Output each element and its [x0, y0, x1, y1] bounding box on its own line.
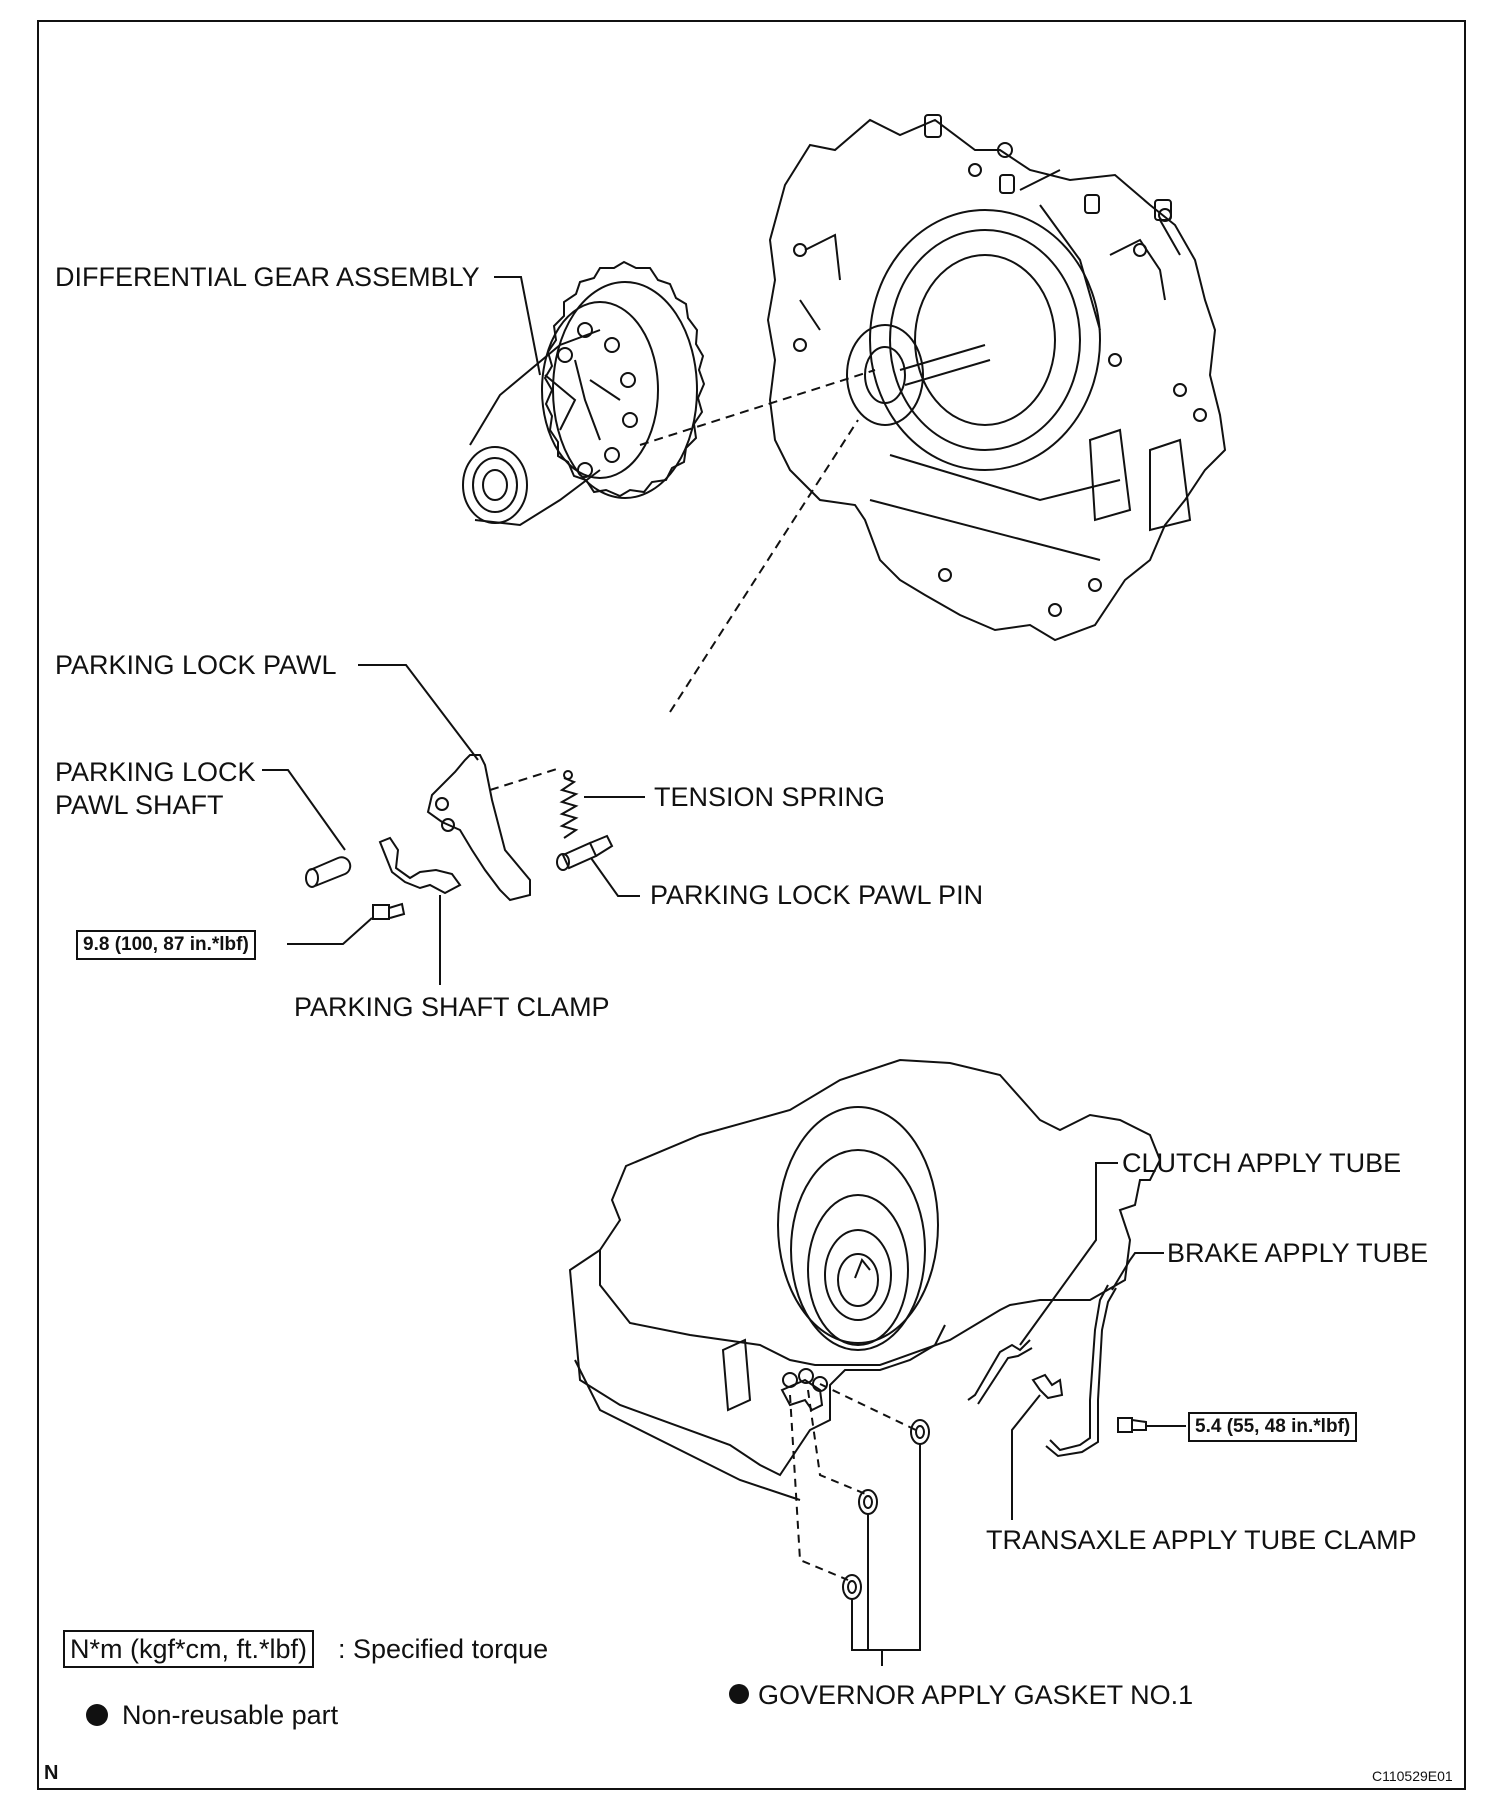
label-governor-apply-gasket: GOVERNOR APPLY GASKET NO.1: [758, 1680, 1194, 1710]
label-transaxle-apply-tube-clamp: TRANSAXLE APPLY TUBE CLAMP: [986, 1525, 1417, 1555]
legend-non-reusable: Non-reusable part: [86, 1700, 338, 1730]
transaxle-case-upper: [766, 114, 1227, 642]
leader-differential: [494, 276, 541, 376]
label-differential-gear-assembly: DIFFERENTIAL GEAR ASSEMBLY: [55, 262, 480, 292]
label-parking-lock-pawl-shaft-2: PAWL SHAFT: [55, 790, 224, 820]
dash-gasket-2: [807, 1389, 869, 1496]
differential-gear-drawing: [462, 260, 706, 527]
corner-letter: N: [44, 1762, 59, 1784]
label-parking-lock-pawl-pin: PARKING LOCK PAWL PIN: [650, 880, 984, 910]
dash-diff-to-case: [639, 369, 876, 446]
leader-brake-tube: [1111, 1252, 1164, 1291]
leader-clutch-tube: [1019, 1162, 1118, 1346]
transaxle-apply-tube-clamp-drawing: [1031, 1373, 1064, 1400]
torque-tube-clamp-bolt: 5.4 (55, 48 in.*lbf): [1188, 1412, 1358, 1442]
leader-pawl: [358, 664, 479, 761]
dash-pawl-to-spring: [489, 767, 561, 791]
legend-torque-unit: N*m (kgf*cm, ft.*lbf): [63, 1630, 315, 1668]
figure-code: C110529E01: [1372, 1768, 1453, 1784]
non-reusable-dot-gasket: [729, 1684, 749, 1704]
leader-bolt-torque: [287, 917, 373, 945]
legend-torque-desc: : Specified torque: [338, 1634, 549, 1664]
label-clutch-apply-tube: CLUTCH APPLY TUBE: [1122, 1148, 1402, 1178]
brake-apply-tube-drawing: [1045, 1284, 1117, 1458]
non-reusable-dot-icon: [86, 1704, 108, 1726]
tube-clamp-bolt-drawing: [1117, 1417, 1147, 1433]
label-tension-spring: TENSION SPRING: [654, 782, 886, 812]
legend-non-reusable-text: Non-reusable part: [122, 1700, 339, 1730]
clamp-bolt-drawing: [372, 902, 406, 920]
leader-tube-clamp: [1011, 1394, 1041, 1520]
leader-pin: [590, 857, 640, 897]
parking-lock-pawl-pin-drawing: [556, 834, 614, 871]
torque-parking-shaft-clamp-bolt: 9.8 (100, 87 in.*lbf): [76, 930, 256, 960]
label-parking-shaft-clamp: PARKING SHAFT CLAMP: [294, 992, 610, 1022]
leader-pawl-shaft: [262, 769, 346, 851]
dash-gasket-3: [819, 1383, 921, 1433]
tension-spring-drawing: [559, 770, 579, 839]
dash-gasket-1: [789, 1394, 849, 1581]
parking-lock-pawl-shaft-drawing: [305, 856, 352, 888]
label-parking-lock-pawl: PARKING LOCK PAWL: [55, 650, 337, 680]
diagram-frame: [37, 20, 1466, 1790]
governor-apply-gaskets: [842, 1419, 930, 1600]
parking-shaft-clamp-drawing: [378, 836, 462, 895]
clutch-apply-tube-drawing: [967, 1339, 1033, 1405]
transaxle-case-lower: [568, 1058, 1162, 1501]
leader-gaskets: [851, 1444, 921, 1651]
label-parking-lock-pawl-shaft-1: PARKING LOCK: [55, 757, 256, 787]
parking-lock-pawl-drawing: [426, 754, 531, 902]
label-brake-apply-tube: BRAKE APPLY TUBE: [1167, 1238, 1429, 1268]
dash-pawl-to-case: [669, 419, 859, 713]
